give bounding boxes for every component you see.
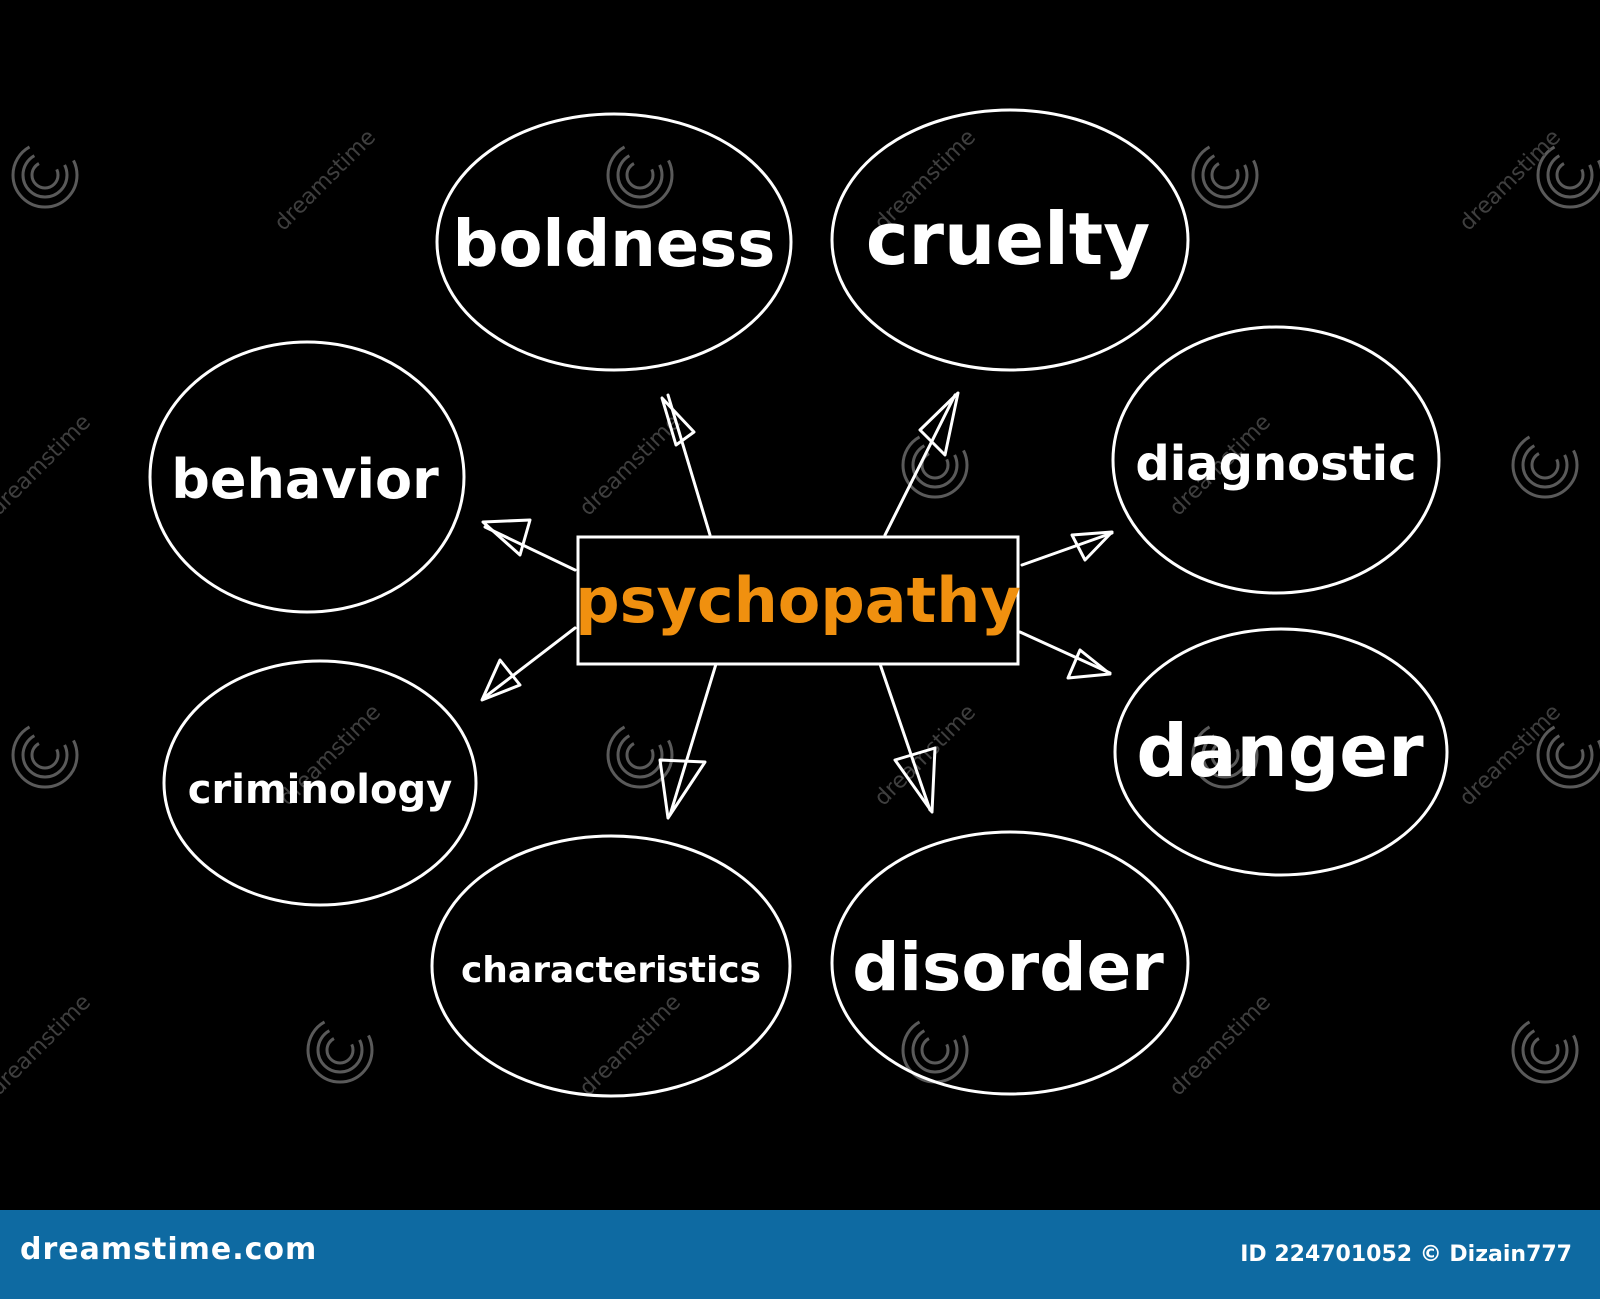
node-label-danger: danger (1136, 709, 1424, 793)
spiral-logo-icon (11, 721, 79, 789)
spiral-logo-icon (1511, 1016, 1579, 1084)
spiral-logo-icon (1536, 721, 1600, 789)
spiral-logo-icon (1191, 141, 1259, 209)
node-label-disorder: disorder (852, 929, 1164, 1006)
node-label-boldness: boldness (453, 208, 776, 282)
arrow-to-behavior (481, 518, 577, 572)
node-characteristics: characteristics (430, 834, 792, 1098)
node-label-criminology: criminology (188, 767, 452, 813)
mind-map-diagram: dreamstime dreamstime dreamstime dreamstime… (0, 108, 1600, 1101)
node-diagnostic: diagnostic (1111, 325, 1441, 595)
spiral-logo-icon (901, 431, 969, 499)
node-cruelty: cruelty (830, 108, 1190, 372)
footer-image-id-credit: ID 224701052 © Dizain777 (1240, 1242, 1572, 1267)
node-label-diagnostic: diagnostic (1135, 436, 1416, 492)
node-behavior: behavior (148, 340, 466, 614)
arrow-to-diagnostic (1020, 530, 1114, 567)
node-label-cruelty: cruelty (866, 197, 1150, 281)
arrow-to-cruelty (883, 391, 960, 537)
spiral-logo-icon (1511, 431, 1579, 499)
footer-bar: dreamstime.com ID 224701052 © Dizain777 (0, 1210, 1600, 1299)
arrow-to-disorder (878, 662, 937, 814)
arrow-to-boldness (660, 393, 712, 537)
arrow-to-criminology (480, 626, 577, 702)
node-label-characteristics: characteristics (461, 950, 761, 991)
spiral-logo-icon (606, 721, 674, 789)
spiral-logo-icon (1191, 721, 1259, 789)
node-boldness: boldness (435, 112, 793, 372)
center-node: psychopathy (575, 535, 1021, 666)
watermark-wordmark: dreamstime (575, 990, 686, 1101)
spiral-logo-icon (306, 1016, 374, 1084)
mind-map-board: dreamstime dreamstime dreamstime dreamstime… (0, 108, 1600, 1101)
watermark-wordmark: dreamstime (1165, 990, 1276, 1101)
arrow-to-danger (1018, 630, 1112, 680)
footer-site-name[interactable]: dreamstime.com (20, 1232, 318, 1267)
node-disorder: disorder (830, 830, 1190, 1096)
node-danger: danger (1113, 627, 1449, 877)
watermark-wordmark: dreamstime (0, 990, 96, 1101)
center-label: psychopathy (575, 564, 1021, 637)
watermark-wordmark: dreamstime (270, 125, 381, 236)
spiral-logo-icon (606, 141, 674, 209)
watermark-wordmark: dreamstime (0, 410, 96, 521)
spiral-logo-icon (1536, 141, 1600, 209)
arrow-to-characteristics (658, 662, 718, 820)
center-box (576, 535, 1020, 666)
node-criminology: criminology (162, 659, 478, 907)
spiral-logo-icon (11, 141, 79, 209)
node-label-behavior: behavior (171, 448, 439, 511)
connector-arrows (480, 391, 1114, 820)
